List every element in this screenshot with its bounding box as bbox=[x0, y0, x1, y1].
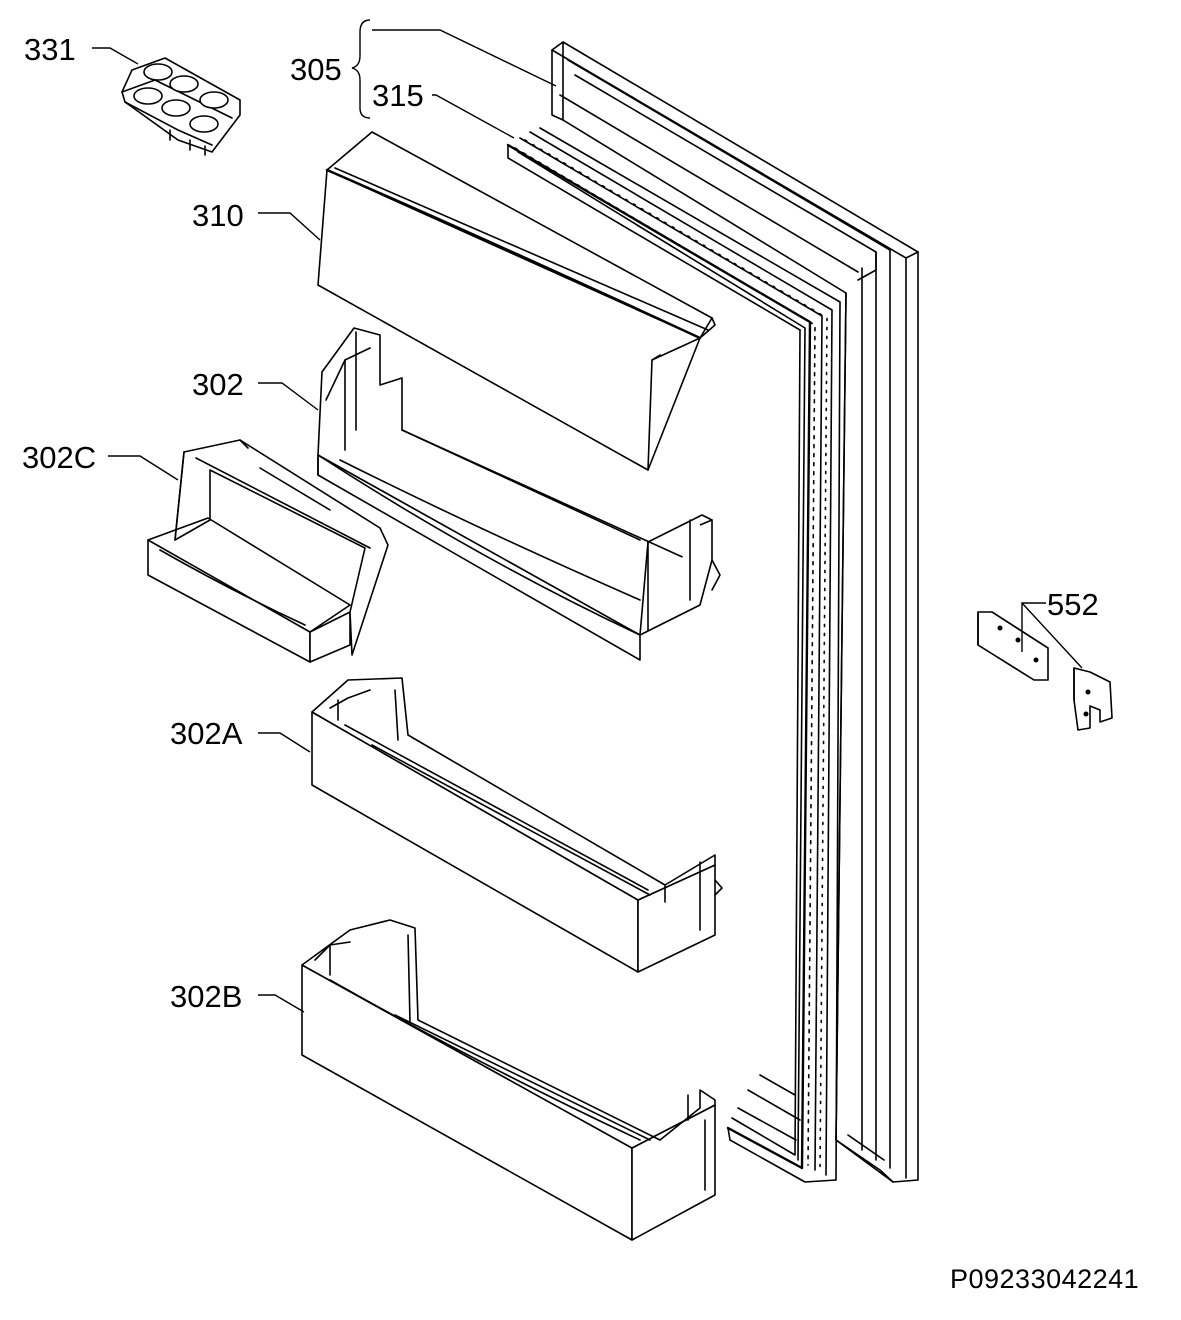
leader-lines bbox=[92, 19, 1083, 1013]
door-shelf-part-302 bbox=[317, 327, 721, 661]
label-302c: 302C bbox=[22, 440, 96, 475]
label-305: 305 bbox=[290, 52, 342, 87]
door-gasket-part-315 bbox=[506, 127, 841, 1183]
door-shelf-part-302a bbox=[311, 677, 723, 973]
label-315: 315 bbox=[372, 78, 424, 113]
shelf-lid-part-310 bbox=[317, 131, 716, 471]
label-331: 331 bbox=[24, 32, 76, 67]
label-310: 310 bbox=[192, 198, 244, 233]
door-panel-part-305 bbox=[551, 41, 919, 1183]
label-302: 302 bbox=[192, 367, 244, 402]
label-302a: 302A bbox=[170, 716, 243, 751]
label-302b: 302B bbox=[170, 979, 242, 1014]
door-shelf-part-302b bbox=[301, 919, 716, 1241]
hinge-bracket-part-552 bbox=[977, 611, 1113, 731]
label-552: 552 bbox=[1047, 587, 1099, 622]
small-box-part-302c bbox=[147, 439, 389, 663]
drawing-reference-number: P09233042241 bbox=[950, 1264, 1139, 1294]
egg-tray-part-331 bbox=[121, 57, 241, 156]
